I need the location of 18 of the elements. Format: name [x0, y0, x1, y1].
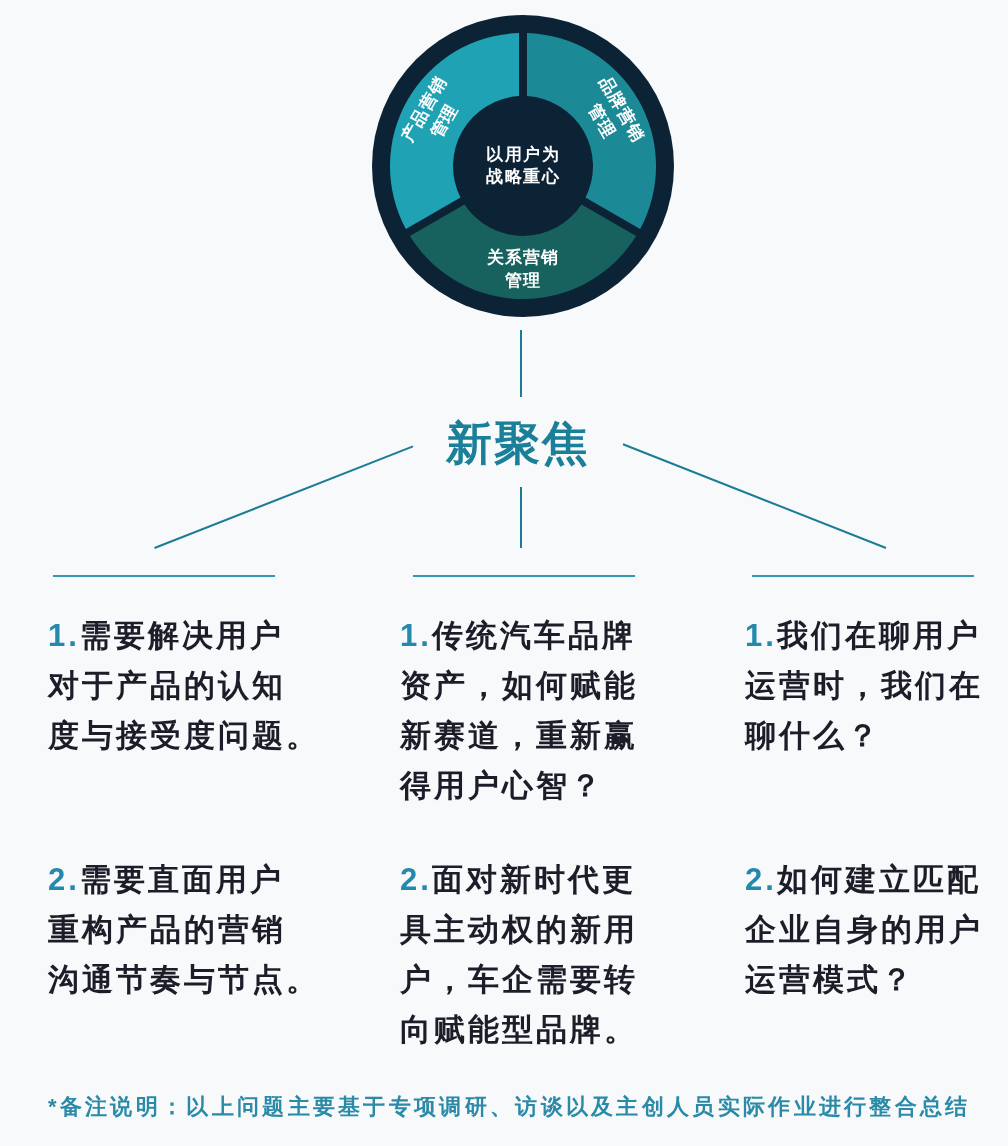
segment-label: 品牌营销管理 — [584, 71, 650, 147]
connector-line — [520, 329, 522, 398]
connector-line — [622, 443, 887, 549]
question-text: 2.面对新时代更具主动权的新用户，车企需要转向赋能型品牌。 — [400, 861, 639, 1049]
question-text: 1.传统汽车品牌资产，如何赋能新赛道，重新赢得用户心智？ — [400, 617, 639, 805]
wheel-disc — [372, 15, 674, 317]
question-text: 2.如何建立匹配企业自身的用户运营模式？ — [745, 861, 984, 999]
question-text: 2.需要直面用户重构产品的营销沟通节奏与节点。 — [48, 861, 321, 999]
question-text: 1.需要解决用户对于产品的认知度与接受度问题。 — [48, 617, 321, 755]
footnote: *备注说明：以上问题主要基于专项调研、访谈以及主创人员实际作业进行整合总结 — [48, 1093, 971, 1121]
segment-label: 产品营销管理 — [396, 71, 462, 147]
connector-line — [520, 486, 522, 549]
segment-label: 关系营销管理 — [486, 247, 560, 292]
question-text: 1.我们在聊用户运营时，我们在聊什么？ — [745, 617, 984, 755]
connector-line — [153, 445, 414, 549]
ring-segment — [409, 204, 637, 299]
center-label: 以用户为战略重心 — [481, 144, 565, 188]
focus-heading: 新聚焦 — [413, 397, 623, 487]
